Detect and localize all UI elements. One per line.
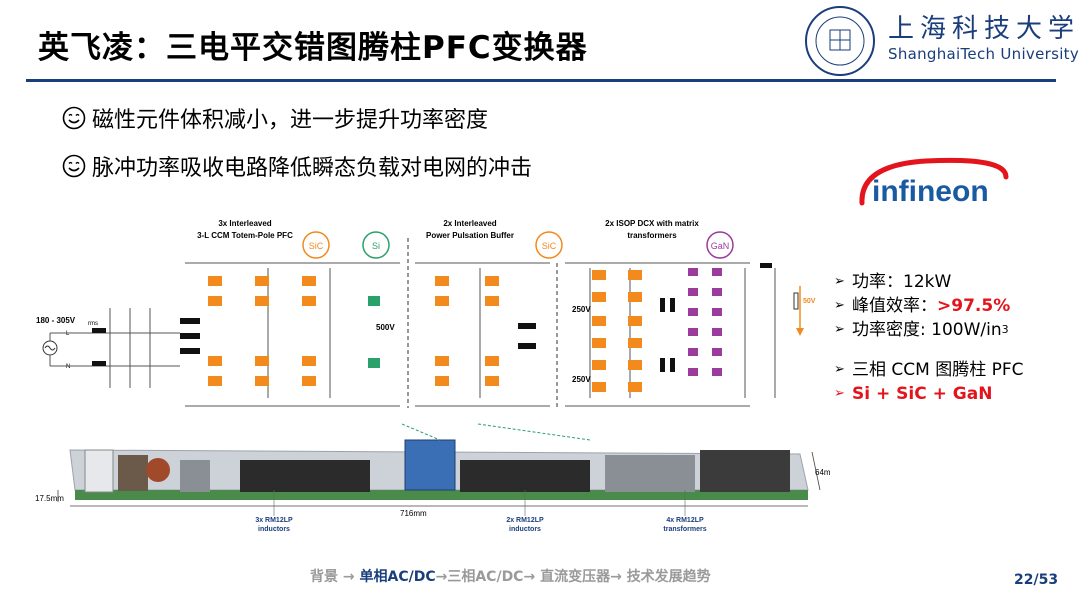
bullet-text: 磁性元件体积减小，进一步提升功率密度 bbox=[92, 108, 489, 133]
bullet-1: 磁性元件体积减小，进一步提升功率密度 bbox=[62, 102, 488, 134]
page-number: 22/53 bbox=[1014, 572, 1059, 588]
title-divider bbox=[26, 79, 1056, 82]
svg-text:SiC: SiC bbox=[309, 241, 324, 251]
board-height-label: 17.5mm bbox=[35, 494, 64, 503]
spec-power: ➢功率：12kW bbox=[834, 272, 952, 292]
si-badge: Si bbox=[362, 231, 390, 259]
brand-text: infineon bbox=[872, 175, 989, 208]
dcx-transformers bbox=[605, 455, 695, 492]
half-link-voltage-2: 250V bbox=[572, 375, 591, 384]
arrow-bullet-icon: ➢ bbox=[834, 362, 845, 377]
svg-text:Si: Si bbox=[372, 241, 380, 251]
infineon-logo: infineon bbox=[859, 157, 1009, 208]
pfc-inductors bbox=[240, 460, 370, 492]
nav-arrow-icon: → bbox=[523, 569, 536, 585]
bullet-text: 脉冲功率吸收电路降低瞬态负载对电网的冲击 bbox=[92, 156, 533, 181]
block1-title-2: 3-L CCM Totem-Pole PFC bbox=[197, 231, 293, 240]
spec-devices: ➢Si + SiC + GaN bbox=[834, 384, 993, 404]
sic-badge-2: SiC bbox=[535, 231, 563, 259]
inductor-group bbox=[92, 263, 772, 372]
si-switch-array bbox=[368, 296, 380, 368]
spec-efficiency: ➢峰值效率：>97.5% bbox=[834, 296, 1011, 316]
block3-title-2: transformers bbox=[627, 231, 677, 240]
board-label-2a: 2x RM12LP bbox=[506, 517, 544, 524]
board-label-1b: inductors bbox=[258, 526, 290, 533]
gan-badge: GaN bbox=[706, 231, 734, 259]
control-board bbox=[404, 439, 456, 491]
slide-title: 英飞凌：三电平交错图腾柱PFC变换器 bbox=[38, 30, 588, 66]
nav-item-three-phase[interactable]: 三相AC/DC bbox=[447, 569, 524, 585]
smiley-icon bbox=[62, 106, 86, 130]
university-seal-icon bbox=[805, 6, 875, 76]
block1-title-1: 3x Interleaved bbox=[218, 219, 271, 228]
board-label-2b: inductors bbox=[509, 526, 541, 533]
line-label: L bbox=[66, 331, 70, 337]
board-depth-label: 64mm bbox=[815, 468, 830, 477]
nav-arrow-icon: → bbox=[435, 569, 448, 585]
output-voltage: 50V bbox=[803, 298, 816, 305]
nav-item-trends[interactable]: 技术发展趋势 bbox=[626, 569, 711, 585]
neutral-label: N bbox=[66, 364, 70, 370]
block2-title-1: 2x Interleaved bbox=[443, 219, 496, 228]
university-name-cn: 上海科技大学 bbox=[888, 14, 1080, 44]
nav-arrow-icon: → bbox=[610, 569, 622, 585]
arrow-bullet-icon: ➢ bbox=[834, 386, 845, 401]
nav-item-dc-transformer[interactable]: 直流变压器 bbox=[540, 569, 611, 585]
arrow-bullet-icon: ➢ bbox=[834, 298, 845, 313]
bullet-2: 脉冲功率吸收电路降低瞬态负载对电网的冲击 bbox=[62, 150, 532, 182]
arrow-bullet-icon: ➢ bbox=[834, 274, 845, 289]
svg-text:GaN: GaN bbox=[711, 241, 730, 251]
circuit-diagram: 3x Interleaved 3-L CCM Totem-Pole PFC 2x… bbox=[36, 219, 816, 408]
block3-title-1: 2x ISOP DCX with matrix bbox=[605, 219, 699, 228]
half-link-voltage-1: 250V bbox=[572, 305, 591, 314]
nav-item-background[interactable]: 背景 bbox=[310, 569, 338, 585]
board-label-3a: 4x RM12LP bbox=[666, 517, 704, 524]
svg-text:SiC: SiC bbox=[542, 241, 557, 251]
university-name-en: ShanghaiTech University bbox=[888, 45, 1080, 63]
section-nav: 背景 → 单相AC/DC→三相AC/DC→ 直流变压器→ 技术发展趋势 bbox=[310, 566, 711, 586]
board-label-3b: transformers bbox=[663, 526, 706, 533]
spec-topology: ➢三相 CCM 图腾柱 PFC bbox=[834, 360, 1024, 380]
gan-switch-array bbox=[688, 268, 722, 376]
board-label-1a: 3x RM12LP bbox=[255, 517, 293, 524]
board-photo: 17.5mm 716mm 64mm 3x RM12LP inductors 2x… bbox=[35, 423, 830, 533]
smiley-icon bbox=[62, 154, 86, 178]
arrow-bullet-icon: ➢ bbox=[834, 322, 845, 337]
sic-switch-array bbox=[208, 270, 642, 392]
nav-arrow-icon: → bbox=[342, 569, 355, 585]
sic-badge-1: SiC bbox=[302, 231, 330, 259]
input-voltage-sub: rms bbox=[88, 321, 98, 327]
board-length-label: 716mm bbox=[400, 509, 427, 518]
input-filter-component bbox=[84, 449, 114, 493]
dc-link-voltage: 500V bbox=[376, 323, 395, 332]
input-voltage-label: 180 - 305V bbox=[36, 316, 76, 325]
block2-title-2: Power Pulsation Buffer bbox=[426, 231, 514, 240]
buffer-inductors bbox=[460, 460, 590, 492]
nav-item-single-phase[interactable]: 单相AC/DC bbox=[359, 569, 436, 585]
